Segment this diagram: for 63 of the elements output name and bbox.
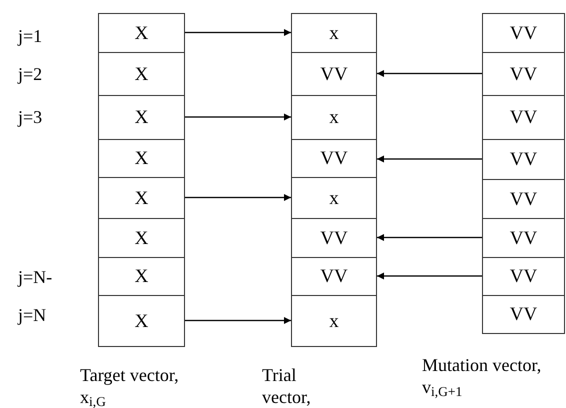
cell-text: VV	[320, 228, 348, 248]
cell-text: VV	[320, 64, 348, 84]
arrow	[377, 70, 482, 77]
vector-cell	[98, 95, 185, 140]
cell-text: x	[329, 188, 339, 208]
vector-cell	[98, 218, 185, 258]
arrow	[377, 156, 482, 162]
arrow	[185, 29, 291, 36]
cell-text: X	[134, 188, 148, 208]
row-index-label: j=3	[18, 106, 44, 128]
cell-text: VV	[320, 149, 348, 168]
cell-text: X	[134, 312, 148, 330]
cell-text: X	[134, 24, 148, 42]
cell-text: VV	[510, 64, 538, 84]
cell-text: x	[329, 24, 339, 42]
vector-cell	[291, 139, 377, 178]
vector-cell	[98, 295, 185, 347]
vector-cell	[291, 95, 377, 140]
arrow	[185, 114, 291, 120]
vector-cell	[482, 139, 565, 180]
cell-text: X	[134, 149, 148, 168]
vector-cell	[482, 13, 565, 53]
vector-cell	[98, 177, 185, 219]
row-index-label: j=N-	[18, 266, 54, 288]
vector-cell	[482, 95, 565, 140]
vector-cell	[291, 13, 377, 53]
vector-cell	[291, 52, 377, 96]
vector-caption: Trial vector,	[262, 364, 312, 408]
vector-cell	[482, 295, 565, 334]
cell-text: VV	[510, 24, 538, 42]
arrow	[377, 272, 482, 280]
vector-cell	[482, 179, 565, 219]
vector-cell	[98, 52, 185, 96]
vector-cell	[482, 218, 565, 258]
cell-text: VV	[510, 228, 538, 248]
arrow	[377, 234, 482, 241]
arrow	[185, 317, 291, 324]
vector-cell	[98, 257, 185, 296]
cell-text: VV	[510, 267, 538, 286]
cell-text: VV	[510, 190, 538, 208]
vector-cell	[291, 177, 377, 219]
arrow	[185, 194, 291, 201]
vector-cell	[482, 52, 565, 96]
row-index-label: j=2	[18, 63, 44, 85]
cell-text: VV	[510, 305, 538, 324]
vector-caption: Mutation vector, v$_{i,G+1}$	[422, 354, 542, 398]
vector-cell	[98, 139, 185, 178]
cell-text: X	[134, 108, 148, 127]
vector-cell	[482, 257, 565, 296]
row-index-label: j=1	[18, 25, 44, 47]
cell-text: X	[134, 228, 148, 248]
vector-cell	[291, 295, 377, 347]
vector-cell	[98, 13, 185, 53]
cell-text: x	[329, 312, 339, 330]
cell-text: x	[329, 108, 339, 127]
cell-text: VV	[320, 267, 348, 286]
row-index-label: j=N	[18, 304, 48, 326]
cell-text: VV	[510, 108, 538, 127]
cell-text: VV	[510, 150, 538, 169]
vector-cell	[291, 218, 377, 258]
cell-text: X	[134, 267, 148, 286]
vector-cell	[291, 257, 377, 296]
cell-text: X	[134, 64, 148, 84]
